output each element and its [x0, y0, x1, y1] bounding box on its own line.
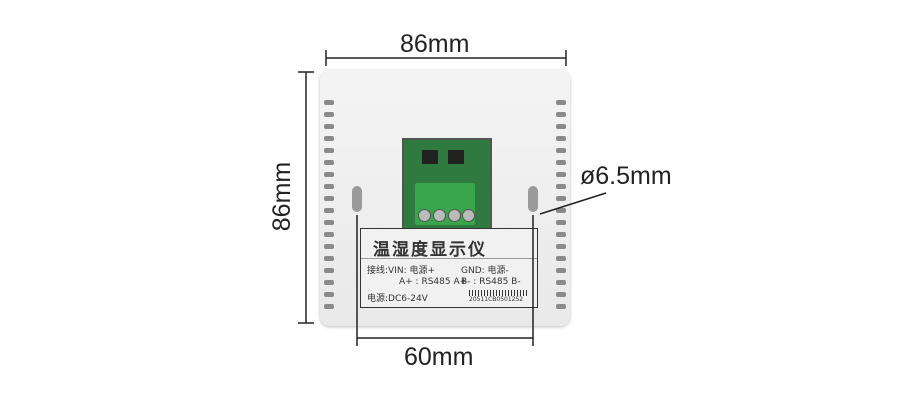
vent-slot: [324, 304, 334, 309]
barcode: [469, 290, 529, 296]
vent-slot: [324, 244, 334, 249]
label-b-minus: B- : RS485 B-: [461, 277, 521, 287]
vent-slot: [324, 208, 334, 213]
vent-slot: [556, 244, 566, 249]
mounting-keyhole: [528, 186, 538, 212]
vent-slot: [556, 100, 566, 105]
vent-slot: [556, 208, 566, 213]
vent-slot: [324, 136, 334, 141]
vent-slot: [324, 112, 334, 117]
mounting-keyhole: [352, 186, 362, 212]
vent-slot: [556, 292, 566, 297]
vent-slot: [324, 292, 334, 297]
vent-slot: [324, 268, 334, 273]
vent-slot: [324, 280, 334, 285]
vent-slot: [556, 184, 566, 189]
vent-slot: [556, 112, 566, 117]
vent-slot: [556, 280, 566, 285]
vent-slot: [556, 124, 566, 129]
vent-slot: [556, 256, 566, 261]
terminal-block: [415, 183, 475, 225]
vent-slot: [324, 220, 334, 225]
vent-slot: [324, 184, 334, 189]
hole-diameter-label: ø6.5mm: [580, 162, 672, 190]
vent-slot: [556, 232, 566, 237]
vent-slot: [324, 100, 334, 105]
vent-slot: [324, 196, 334, 201]
width-label: 86mm: [400, 30, 470, 58]
vent-slot: [556, 148, 566, 153]
label-wiring: 接线:VIN: 电源+: [367, 266, 436, 276]
vent-slot: [324, 232, 334, 237]
vent-slot: [324, 124, 334, 129]
label-gnd: GND: 电源-: [461, 266, 509, 276]
label-power: 电源:DC6-24V: [367, 294, 428, 304]
device-label: 温湿度显示仪 接线:VIN: 电源+ GND: 电源- A+ : RS485 A…: [360, 228, 538, 308]
label-a-plus: A+ : RS485 A+: [399, 277, 468, 287]
height-label: 86mm: [268, 161, 297, 232]
vent-slot: [324, 172, 334, 177]
vent-slot: [556, 220, 566, 225]
label-title: 温湿度显示仪: [373, 240, 487, 260]
vent-slot: [324, 256, 334, 261]
vent-slot: [556, 160, 566, 165]
label-serial: 20511CB0501252: [469, 296, 524, 303]
vent-slot: [556, 304, 566, 309]
hole-leader-line: [539, 192, 607, 215]
vent-slot: [324, 160, 334, 165]
vent-slot: [556, 172, 566, 177]
vent-slot: [556, 136, 566, 141]
vent-slot: [556, 196, 566, 201]
hole-spacing-label: 60mm: [404, 343, 474, 371]
vent-slot: [556, 268, 566, 273]
vent-slot: [324, 148, 334, 153]
